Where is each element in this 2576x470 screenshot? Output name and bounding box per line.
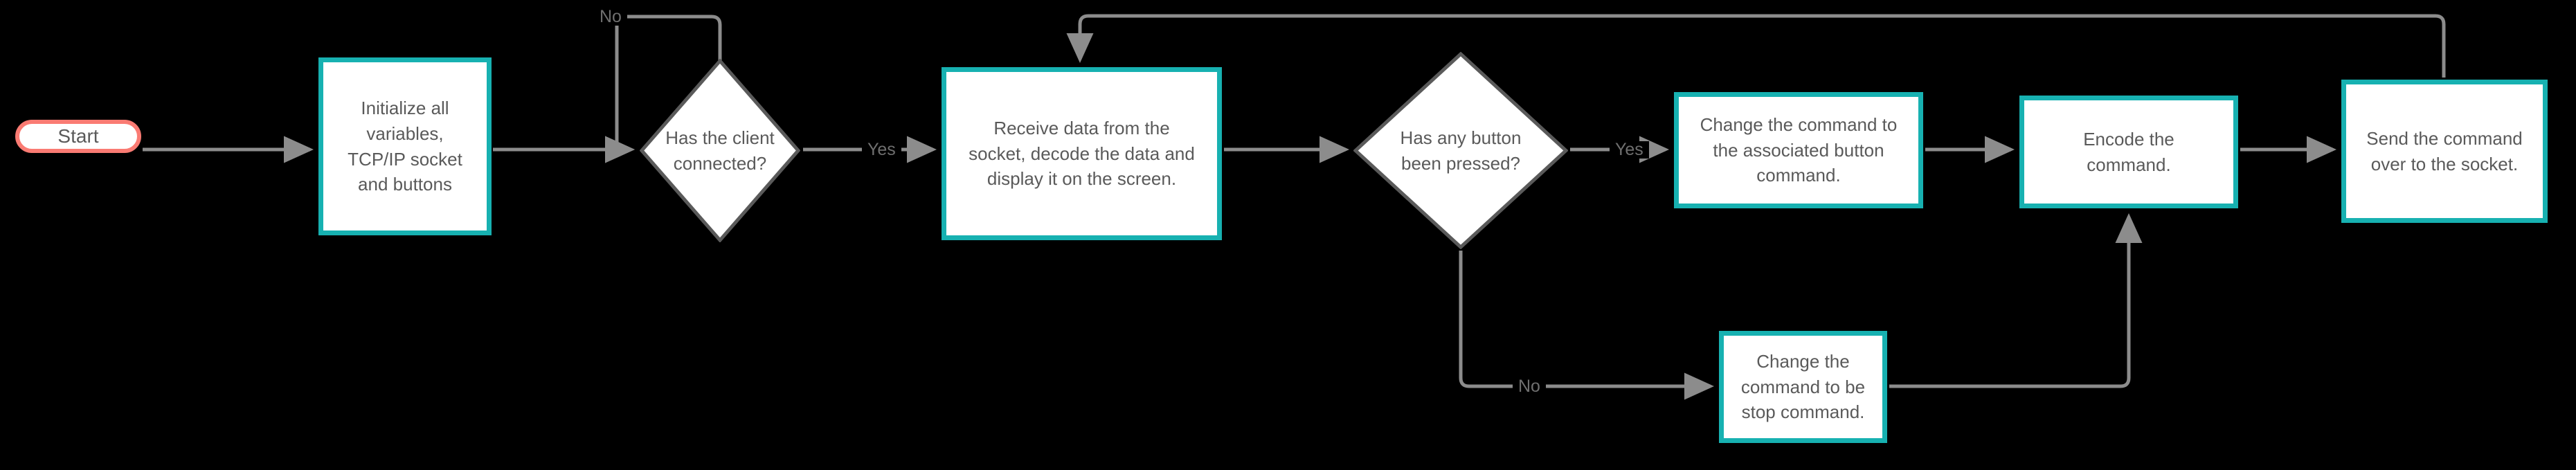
edge-label-yes-button: Yes bbox=[1610, 141, 1649, 159]
node-initialize-label: Initialize all variables, TCP/IP socket … bbox=[348, 97, 462, 195]
node-send-command-label: Send the command over to the socket. bbox=[2366, 127, 2523, 174]
diamond-shape bbox=[1353, 52, 1568, 249]
edge-label-no-client: No bbox=[594, 8, 627, 26]
node-initialize[interactable]: Initialize all variables, TCP/IP socket … bbox=[318, 57, 492, 235]
node-encode-command-label: Encode the command. bbox=[2083, 128, 2174, 175]
node-has-client-connected-label: Has the client connected? bbox=[665, 127, 775, 174]
node-start[interactable]: Start bbox=[15, 120, 141, 153]
node-has-button-pressed-label: Has any button been pressed? bbox=[1400, 127, 1522, 174]
node-stop-command[interactable]: Change the command to be stop command. bbox=[1719, 331, 1887, 443]
edge-label-no-button: No bbox=[1513, 378, 1546, 395]
edge-stop-to-encode bbox=[1889, 213, 2143, 388]
node-receive-data-label: Receive data from the socket, decode the… bbox=[969, 117, 1195, 190]
node-start-label: Start bbox=[57, 125, 99, 147]
edge-label-yes-client: Yes bbox=[862, 141, 901, 159]
edge-button-no-to-stop bbox=[1459, 251, 1715, 400]
node-receive-data[interactable]: Receive data from the socket, decode the… bbox=[942, 67, 1222, 240]
node-send-command[interactable]: Send the command over to the socket. bbox=[2341, 80, 2548, 223]
edge-send-to-receive-loop bbox=[1066, 14, 2446, 78]
node-stop-command-label: Change the command to be stop command. bbox=[1740, 350, 1866, 423]
node-associated-button-command-label: Change the command to the associated but… bbox=[1700, 114, 1898, 186]
node-has-client-connected[interactable]: Has the client connected? bbox=[640, 59, 800, 242]
diamond-shape bbox=[640, 59, 800, 242]
node-encode-command[interactable]: Encode the command. bbox=[2019, 96, 2238, 208]
node-has-button-pressed[interactable]: Has any button been pressed? bbox=[1353, 52, 1568, 249]
node-associated-button-command[interactable]: Change the command to the associated but… bbox=[1674, 92, 1923, 208]
